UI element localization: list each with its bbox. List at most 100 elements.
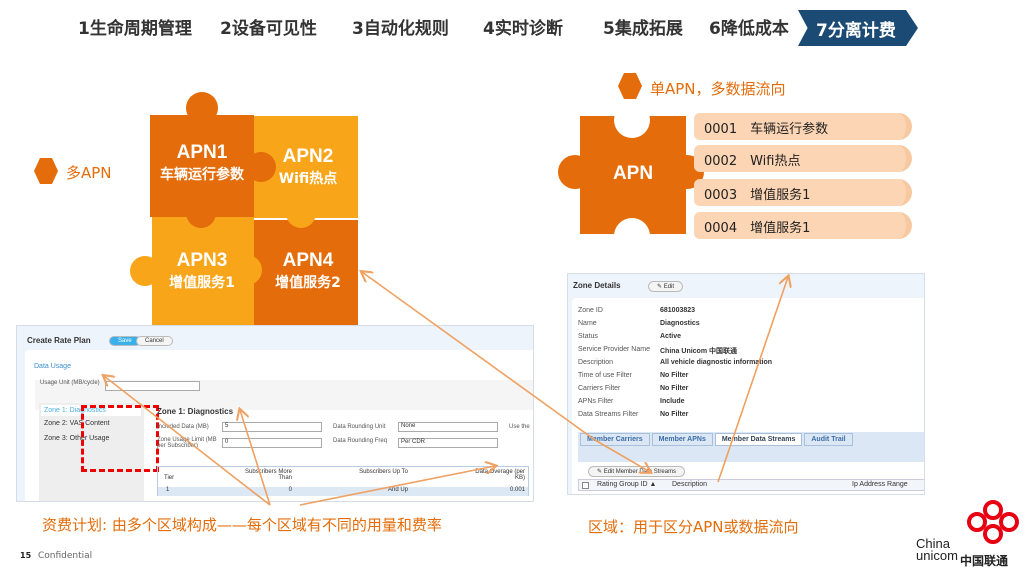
rate-plan-screenshot: Create Rate Plan Save Cancel Data Usage … [16, 325, 534, 502]
arrow [240, 410, 271, 506]
rate-plan-title: Create Rate Plan [27, 336, 91, 345]
rounding-unit-select[interactable]: None [398, 422, 498, 432]
field-value: 681003823 [660, 307, 696, 314]
zone-field-row: Data Streams Filter No Filter [578, 411, 918, 424]
nav-item-1[interactable]: 1生命周期管理 [78, 19, 192, 39]
zone-item[interactable]: Zone 3: Other Usage [44, 435, 110, 442]
logo-en: unicom [916, 548, 958, 563]
td: 0 [288, 487, 292, 493]
apn3-title: APN3 [176, 250, 228, 271]
td: 1 [166, 487, 170, 493]
nav-item-6[interactable]: 6降低成本 [709, 19, 789, 39]
stream-row: 0002 Wifi热点 [694, 145, 912, 172]
field-label: APNs Filter [578, 398, 614, 405]
td: And Up [387, 487, 408, 493]
nav-item-5[interactable]: 5集成拓展 [603, 19, 683, 39]
zone-field-row: Description All vehicle diagnostic inform… [578, 359, 918, 372]
zone-limit-input[interactable]: 0 [222, 438, 322, 448]
edit-button[interactable]: ✎ Edit [648, 281, 684, 292]
tab-member-carriers[interactable]: Member Carriers [580, 433, 650, 446]
cancel-button[interactable]: Cancel [136, 336, 173, 346]
field-label: Status [578, 333, 598, 340]
tab-audit-trail[interactable]: Audit Trail [804, 433, 853, 446]
edit-label: Edit [663, 284, 675, 290]
field-label: Zone ID [578, 307, 603, 314]
stream-row: 0001 车辆运行参数 [694, 113, 912, 140]
apn2-sub: Wifi热点 [278, 171, 338, 187]
zone-caption: 区域：用于区分APN或数据流向 [588, 518, 799, 536]
rounding-freq-select[interactable]: Per CDR [398, 438, 498, 448]
zone-item[interactable]: Zone 1: Diagnostics [41, 405, 141, 416]
field-label: Carriers Filter [578, 385, 621, 392]
zone-title: Zone 1: Diagnostics [157, 407, 234, 416]
streams-header: Rating Group ID ▲ Description Ip Address… [578, 479, 924, 491]
apn4-title: APN4 [282, 250, 334, 271]
puzzle-apn4 [254, 220, 358, 326]
data-usage-heading: Data Usage [34, 363, 71, 370]
logo-en: China [916, 536, 950, 551]
tab-member-data-streams[interactable]: Member Data Streams [714, 433, 803, 446]
tab-member-apns[interactable]: Member APNs [651, 433, 713, 446]
zone-tabs: Member Carriers Member APNs Member Data … [580, 433, 853, 446]
field-label: Time of use Filter [578, 372, 632, 379]
select-all-checkbox[interactable] [582, 482, 589, 489]
use-checkbox[interactable]: Use the [509, 424, 530, 430]
arrow [299, 466, 495, 506]
column-header[interactable]: Ip Address Range [852, 481, 908, 488]
zone-item[interactable]: Zone 2: VAS Content [44, 420, 110, 427]
nav-item-4[interactable]: 4实时诊断 [483, 19, 563, 39]
rounding-freq-label: Data Rounding Freq [333, 438, 388, 444]
apn2-title: APN2 [282, 146, 334, 167]
column-header[interactable]: Description [672, 481, 708, 488]
th: Subscribers More Than [244, 469, 292, 481]
zone-field-row: Zone ID 681003823 [578, 307, 918, 320]
apn1-title: APN1 [176, 142, 228, 163]
logo-cn: 中国联通 [960, 554, 1009, 568]
nav-item-2[interactable]: 2设备可见性 [220, 19, 317, 39]
nav-item-3[interactable]: 3自动化规则 [352, 19, 449, 39]
arrow [362, 272, 596, 441]
field-value: All vehicle diagnostic information [660, 359, 773, 366]
field-label: Name [578, 320, 597, 327]
zone-field-row: Carriers Filter No Filter [578, 385, 918, 398]
arrow [717, 277, 788, 483]
th: Data Overage (per KB) [475, 469, 525, 481]
td: 0.001 [509, 487, 525, 493]
hexagon-icon [618, 73, 642, 99]
single-apn-label: 单APN，多数据流向 [650, 80, 786, 98]
field-value: No Filter [660, 411, 689, 418]
field-label: Description [578, 359, 614, 366]
highlight-box [81, 405, 159, 472]
unicom-knot-icon [967, 500, 1019, 544]
field-label: Service Provider Name [578, 346, 650, 353]
apn3-sub: 增值服务1 [169, 275, 235, 291]
rounding-unit-label: Data Rounding Unit [333, 424, 386, 430]
confidential-label: Confidential [38, 551, 93, 561]
field-value: Diagnostics [660, 320, 700, 327]
th: Tier [164, 475, 175, 481]
field-value: No Filter [660, 385, 689, 392]
usage-unit-label: Usage Unit (MB/cycle) [40, 380, 100, 386]
stream-row: 0003 增值服务1 [694, 179, 912, 206]
zone-details-title: Zone Details [573, 281, 621, 290]
zone-field-row: Name Diagnostics [578, 320, 918, 333]
apn1-sub: 车辆运行参数 [160, 167, 244, 183]
page-number: 15 [20, 551, 32, 560]
rate-plan-caption: 资费计划: 由多个区域构成——每个区域有不同的用量和费率 [42, 516, 442, 534]
zone-field-row: Time of use Filter No Filter [578, 372, 918, 385]
field-value: No Filter [660, 372, 689, 379]
field-label: Data Streams Filter [578, 411, 639, 418]
included-data-input[interactable]: 5 [222, 422, 322, 432]
field-value: Active [660, 333, 682, 340]
arrow [104, 376, 271, 506]
apn4-sub: 增值服务2 [275, 275, 341, 291]
th: Subscribers Up To [359, 469, 408, 475]
field-value: Include [660, 398, 685, 405]
nav-item-active[interactable]: 7分离计费 [798, 10, 918, 46]
included-label: Included Data (MB) [157, 424, 209, 430]
stream-row: 0004 增值服务1 [694, 212, 912, 239]
column-header[interactable]: Rating Group ID ▲ [597, 481, 657, 488]
